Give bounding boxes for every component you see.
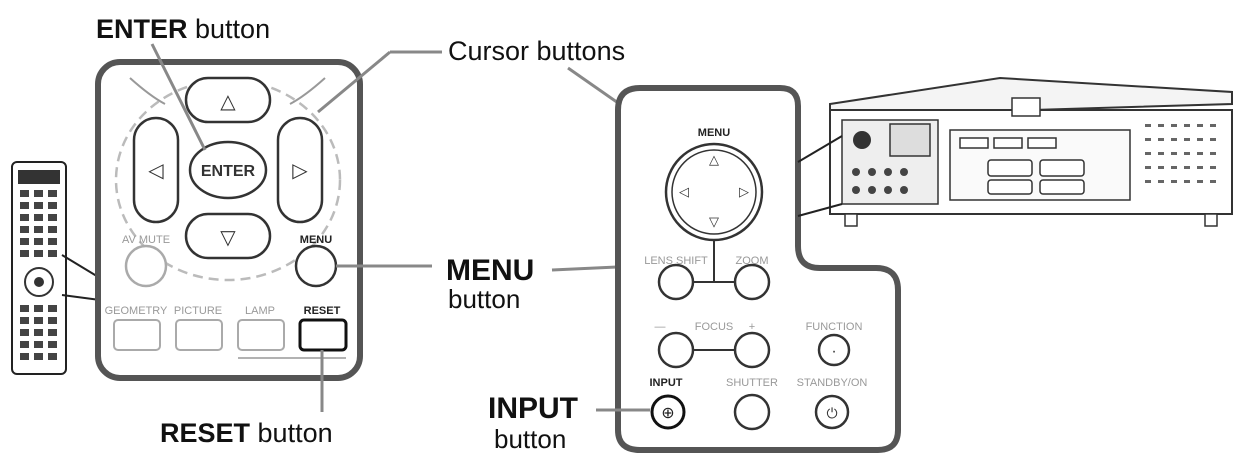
panel-menu-label: MENU xyxy=(698,127,730,139)
picture-label: PICTURE xyxy=(174,305,222,317)
zoom-button[interactable] xyxy=(733,263,771,301)
av-mute-label: AV MUTE xyxy=(122,234,170,246)
remote-geometry-button[interactable] xyxy=(113,319,161,351)
remote-reset-button[interactable] xyxy=(298,318,348,352)
remote-av-mute-button[interactable] xyxy=(124,244,168,288)
remote-cursor-up-button[interactable]: △ xyxy=(184,76,272,124)
remote-zoom-panel: △ ▽ ◁ ▷ ENTER AV MUTE MENU GEOMETRY xyxy=(95,59,363,381)
power-icon: ⏻ xyxy=(826,405,837,421)
zoom-label: ZOOM xyxy=(736,255,769,267)
input-button[interactable]: ⊕ xyxy=(650,394,686,430)
lens-shift-label: LENS SHIFT xyxy=(644,255,708,267)
zoom-line-bottom xyxy=(61,294,101,301)
input-icon: ⊕ xyxy=(661,405,674,422)
menu-button-callout-bold: MENU xyxy=(446,254,534,287)
panel-right-arrow-icon[interactable]: ▷ xyxy=(739,184,749,199)
remote-menu-button[interactable] xyxy=(294,244,338,288)
function-dot-icon: · xyxy=(831,343,836,360)
panel-left-arrow-icon[interactable]: ◁ xyxy=(679,184,689,199)
enter-button-callout: ENTER button xyxy=(96,14,270,44)
enter-label: ENTER xyxy=(201,163,256,180)
right-arrow-icon: ▷ xyxy=(292,160,308,182)
remote-cursor-right-button[interactable]: ▷ xyxy=(276,116,324,224)
zoom-line-top xyxy=(61,254,101,279)
focus-minus-label: — xyxy=(655,321,666,333)
cursor-buttons-callout: Cursor buttons xyxy=(448,36,625,66)
remote-control-illustration xyxy=(11,161,67,375)
shutter-label: SHUTTER xyxy=(726,377,778,389)
projector-zoom-line-bottom xyxy=(797,203,843,217)
focus-plus-label: + xyxy=(749,321,755,333)
panel-down-arrow-icon[interactable]: ▽ xyxy=(709,214,719,229)
lens-shift-button[interactable] xyxy=(657,263,695,301)
menu-button-callout-rest: button xyxy=(448,284,520,314)
left-arrow-icon: ◁ xyxy=(148,160,164,182)
remote-picture-button[interactable] xyxy=(175,319,223,351)
remote-lamp-button[interactable] xyxy=(237,319,285,351)
panel-input-label: INPUT xyxy=(650,377,683,389)
enter-leader-line xyxy=(150,43,207,151)
focus-plus-button[interactable] xyxy=(733,331,771,369)
panel-up-arrow-icon[interactable]: △ xyxy=(709,152,719,167)
input-button-callout-bold: INPUT xyxy=(488,392,578,425)
lamp-label: LAMP xyxy=(245,305,275,317)
shutter-button[interactable] xyxy=(733,393,771,431)
projector-zoom-line-top xyxy=(797,135,843,163)
projector-control-panel: MENU △ ▽ ◁ ▷ LENS SHIFT ZOOM — FOCUS + F… xyxy=(615,85,901,453)
cursor-leader-line-b xyxy=(317,50,391,114)
standby-label: STANDBY/ON xyxy=(797,377,868,389)
remote-cursor-down-button[interactable]: ▽ xyxy=(184,212,272,260)
function-button[interactable]: · xyxy=(817,333,851,367)
reset-button-callout: RESET button xyxy=(160,418,333,448)
projector-rear-illustration xyxy=(829,76,1233,227)
geometry-label: GEOMETRY xyxy=(105,305,168,317)
input-button-callout-rest: button xyxy=(494,424,566,454)
remote-enter-button[interactable]: ENTER xyxy=(188,140,268,200)
reset-label: RESET xyxy=(304,305,341,317)
focus-minus-button[interactable] xyxy=(657,331,695,369)
function-label: FUNCTION xyxy=(806,321,863,333)
remote-cursor-left-button[interactable]: ◁ xyxy=(132,116,180,224)
up-arrow-icon: △ xyxy=(220,91,236,113)
down-arrow-icon: ▽ xyxy=(220,227,236,249)
focus-label: FOCUS xyxy=(695,321,734,333)
remote-menu-label: MENU xyxy=(300,234,332,246)
standby-on-button[interactable]: ⏻ xyxy=(814,394,850,430)
